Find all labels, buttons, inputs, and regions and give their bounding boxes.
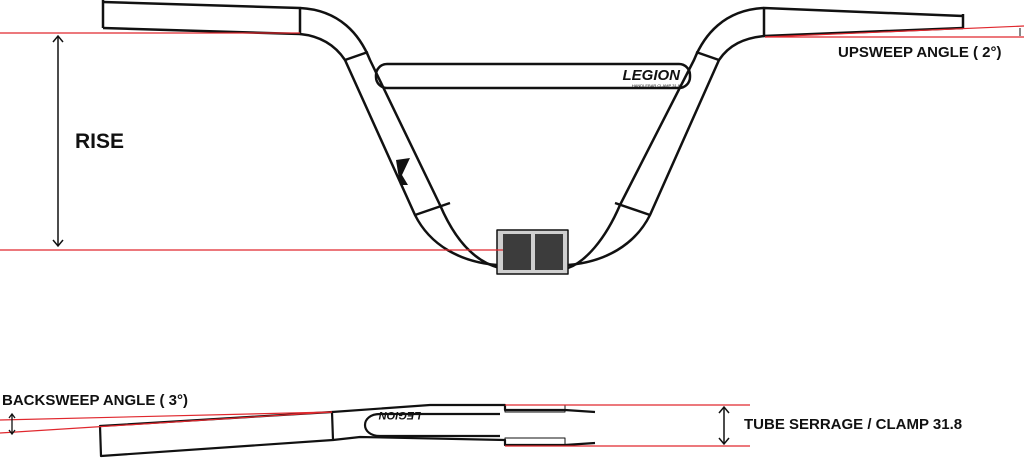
legion-emblem-icon bbox=[396, 158, 410, 185]
handlebar-side-view bbox=[98, 403, 596, 458]
legion-logo: LEGION bbox=[622, 67, 681, 84]
backsweep-arrow bbox=[8, 412, 16, 436]
side-measure-lines bbox=[0, 404, 750, 447]
rise-label: RISE bbox=[75, 130, 125, 153]
measure-lines bbox=[0, 25, 1024, 251]
upsweep-angle-label: UPSWEEP ANGLE ( 2°) bbox=[838, 44, 1002, 61]
handlebar-front-view bbox=[101, 0, 965, 275]
tube-arrow bbox=[718, 405, 730, 446]
rise-arrow bbox=[52, 34, 64, 248]
knurl-pattern bbox=[503, 234, 563, 270]
tube-clamp-label: TUBE SERRAGE / CLAMP 31.8 bbox=[744, 416, 963, 433]
backsweep-angle-label: BACKSWEEP ANGLE ( 3°) bbox=[2, 392, 189, 409]
legion-logo-side: LEGION bbox=[378, 409, 421, 421]
legion-logo-subtitle: HANDLEBAR CLAMP 31.8 bbox=[632, 83, 681, 88]
